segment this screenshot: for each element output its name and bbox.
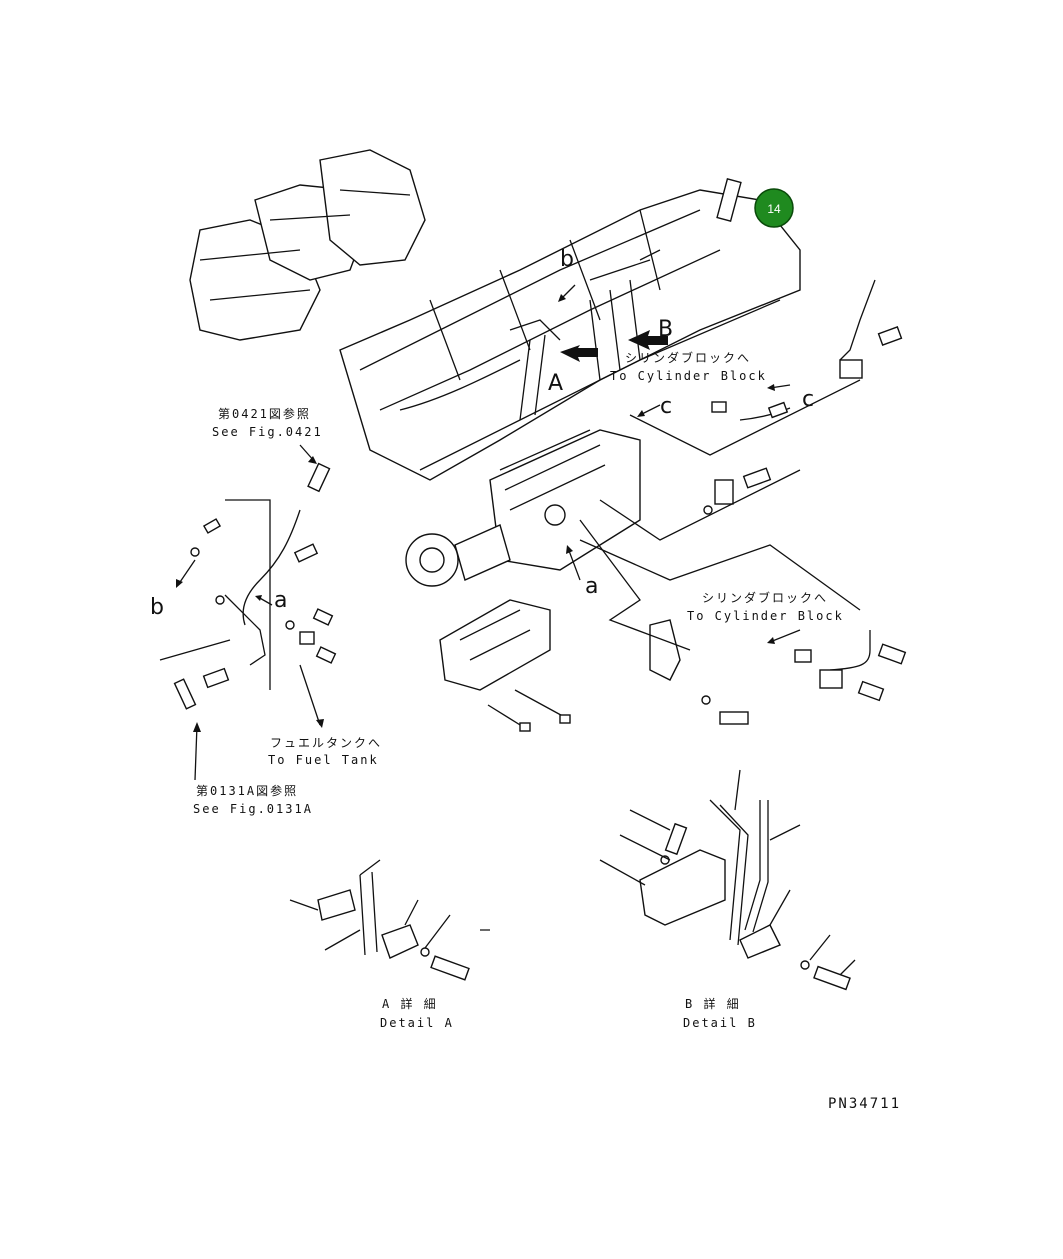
engine-block [189, 149, 801, 481]
letter-a-centre: a [585, 574, 598, 599]
letter-a-upper: A [548, 371, 563, 396]
arrow-icon [560, 330, 668, 362]
left-fuel-line [159, 462, 337, 710]
injection-pump [405, 429, 681, 732]
letter-b-lower-top: b [560, 247, 574, 272]
fig0421-label-jp: 第0421図参照 [218, 406, 311, 421]
detail-a-drawing [289, 859, 490, 981]
letter-c-right: c [802, 387, 814, 412]
letter-c-top: c [660, 394, 672, 419]
callout-badge[interactable]: 14 [754, 188, 794, 228]
detail-b-drawing [599, 769, 856, 991]
detail-a-label-jp: A 詳 細 [382, 996, 438, 1011]
fig0131a-label-en: See Fig.0131A [193, 802, 313, 816]
letter-b-upper: B [658, 317, 673, 342]
fig0131a-label-jp: 第0131A図参照 [196, 783, 298, 798]
cyl-block-label-en-bottom: To Cylinder Block [687, 609, 844, 623]
leader-arrows [176, 284, 801, 781]
fuel-tank-label-jp: フュエルタンクへ [270, 736, 382, 750]
cyl-block-label-jp-bottom: シリンダブロックへ [702, 590, 828, 605]
right-fuel-lines [579, 279, 907, 725]
letter-b-left: b [150, 595, 164, 620]
callout-number: 14 [767, 202, 781, 216]
cyl-block-label-jp-top: シリンダブロックへ [625, 350, 751, 365]
letter-a-left: a [274, 588, 287, 613]
detail-b-label-en: Detail B [683, 1016, 757, 1030]
fuel-tank-label-en: To Fuel Tank [268, 753, 379, 767]
drawing-number: PN34711 [828, 1096, 901, 1112]
detail-a-label-en: Detail A [380, 1016, 454, 1030]
fig0421-label-en: See Fig.0421 [212, 425, 323, 439]
cyl-block-label-en-top: To Cylinder Block [610, 369, 767, 383]
detail-b-label-jp: B 詳 細 [685, 996, 741, 1011]
